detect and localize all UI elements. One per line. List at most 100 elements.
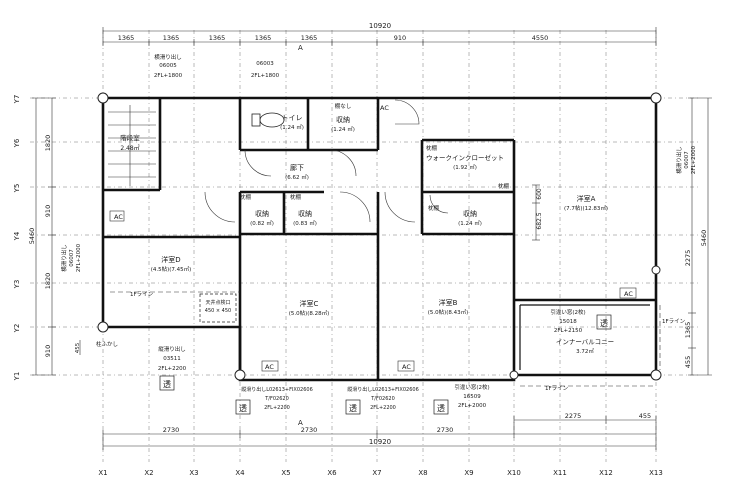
- grid-y-1: Y1: [13, 372, 21, 382]
- toilet-name: トイレ: [282, 114, 303, 122]
- columns: [97, 92, 662, 381]
- window-9-height: 2FL+2150: [554, 328, 583, 334]
- ac-label-3: AC: [265, 363, 274, 371]
- window-5-type: 縦滑り出し: [158, 345, 186, 353]
- shelf-label-5: 枕棚: [290, 193, 302, 201]
- door-swings: [204, 99, 449, 223]
- window-4-code: 06007: [69, 249, 75, 267]
- stairs-treads: [108, 105, 156, 186]
- window-6-tf: T/F02620: [264, 396, 289, 402]
- bottom-dim-1: 2730: [163, 426, 180, 434]
- grid-x-2: X2: [144, 469, 153, 477]
- grid-x-1: X1: [98, 469, 107, 477]
- storage-top-name: 収納: [336, 115, 350, 124]
- storage-top-note: 棚なし: [335, 102, 352, 110]
- room-a-name: 洋室A: [577, 194, 596, 203]
- bottom-right-dim-1: 2275: [565, 412, 582, 420]
- section-mark-top: A: [298, 44, 303, 52]
- left-dim-4: 910: [44, 345, 52, 357]
- bottom-dimensions: [102, 416, 657, 450]
- grid-x-12: X12: [599, 469, 613, 477]
- grid-y-7: Y7: [13, 95, 21, 105]
- shelf-label-3: 枕棚: [498, 182, 510, 190]
- trans-mark-2: 透: [239, 404, 247, 413]
- hatch-label: 天井点検口: [205, 299, 230, 306]
- ceiling-hatch: [199, 293, 237, 323]
- top-dim-3: 1365: [209, 34, 226, 42]
- storage-c-area: (1.24 ㎡): [458, 219, 482, 227]
- window-3-code: 06007: [684, 151, 690, 169]
- window-2-code: 06003: [256, 61, 274, 67]
- bottom-right-dim-2: 455: [639, 412, 651, 420]
- grid-x-5: X5: [281, 469, 290, 477]
- first-floor-line: [110, 291, 661, 387]
- section-mark-bottom: A: [298, 419, 303, 427]
- wic-name: ウォークインクローゼット: [426, 153, 504, 162]
- grid-x-6: X6: [327, 469, 337, 477]
- grid-y-4: Y4: [13, 231, 21, 241]
- fukashi-label: 柱ふかし: [96, 340, 118, 348]
- bottom-dim-2: 2730: [301, 426, 318, 434]
- room-dim-600: 600: [536, 188, 543, 200]
- window-6-type: 縦滑り出しL02613+FIX02606: [241, 386, 313, 393]
- window-7-tf: T/F02620: [370, 396, 395, 402]
- balcony-area: 3.72㎡: [576, 347, 594, 355]
- window-8-code: 16509: [463, 394, 481, 400]
- right-dim-1: 2275: [684, 250, 692, 267]
- left-dimensions: [32, 97, 81, 376]
- grid-x-11: X11: [553, 469, 567, 477]
- window-1-code: 06005: [159, 63, 177, 69]
- fireline-label-1: 1Fライン: [130, 291, 154, 298]
- grid-labels-x: X1 X2 X3 X4 X5 X6 X7 X8 X9 X10 X11 X12 X…: [98, 469, 662, 477]
- grid-labels-y: Y1 Y2 Y3 Y4 Y5 Y6 Y7: [13, 95, 21, 382]
- top-dim-6: 910: [394, 34, 406, 42]
- hall-area: (6.62 ㎡): [285, 173, 309, 181]
- room-c-area: (5.0帖)(8.28㎡): [289, 309, 330, 317]
- window-4-type: 横滑り出し: [60, 244, 68, 272]
- stairs-area: 2.48㎡: [120, 144, 139, 152]
- toilet-area: (1.24 ㎡): [280, 123, 304, 131]
- left-dim-2: 910: [44, 205, 52, 217]
- wic-area: (1.92 ㎡): [453, 163, 477, 171]
- left-dim-1: 1820: [44, 135, 52, 152]
- room-dim-6825: 682.5: [536, 212, 543, 229]
- fireline-label-3: 1Fライン: [662, 318, 686, 325]
- grid-x-10: X10: [507, 469, 521, 477]
- window-1-type: 横滑り出し: [154, 53, 182, 61]
- grid-y-5: Y5: [13, 184, 21, 194]
- window-9-code: 15018: [559, 319, 577, 325]
- window-3-type: 横滑り出し: [675, 146, 683, 174]
- top-dimensions: [102, 27, 657, 46]
- storage-top-area: (1.24 ㎡): [331, 125, 355, 133]
- grid-x-8: X8: [418, 469, 427, 477]
- trans-mark-5: 透: [600, 319, 608, 328]
- left-small-dim: 455: [75, 342, 81, 353]
- top-dim-7: 4550: [532, 34, 549, 42]
- walls: [101, 96, 658, 382]
- stairs-name: 階段室: [120, 133, 140, 142]
- trans-mark-1: 透: [163, 380, 171, 389]
- trans-mark-3: 透: [349, 404, 357, 413]
- storage-a-name: 収納: [255, 209, 269, 218]
- window-8-type: 引違い窓(2枚): [454, 383, 489, 391]
- grid-y-6: Y6: [13, 138, 21, 148]
- window-8-height: 2FL+2000: [458, 403, 487, 409]
- ac-label-5: AC: [624, 290, 633, 298]
- grid-y-3: Y3: [13, 280, 21, 290]
- hatch-size: 450 × 450: [205, 308, 231, 314]
- ac-label-2: AC: [380, 104, 389, 112]
- right-dim-3: 1365: [684, 322, 692, 339]
- shelf-label-4: 枕棚: [240, 193, 252, 201]
- left-total-dim: 5460: [28, 228, 36, 245]
- room-a-area: (7.7帖)(12.83㎡): [564, 204, 608, 212]
- top-dim-1: 1365: [118, 34, 135, 42]
- bottom-dim-3: 2730: [437, 426, 454, 434]
- window-7-type: 縦滑り出しL02613+FIX02606: [347, 386, 419, 393]
- storage-b-area: (0.83 ㎡): [293, 219, 317, 227]
- window-6-height: 2FL+2200: [264, 405, 290, 411]
- fireline-label-2: 1Fライン: [545, 385, 569, 392]
- storage-c-name: 収納: [463, 209, 477, 218]
- window-9-type: 引違い窓(2枚): [550, 308, 585, 316]
